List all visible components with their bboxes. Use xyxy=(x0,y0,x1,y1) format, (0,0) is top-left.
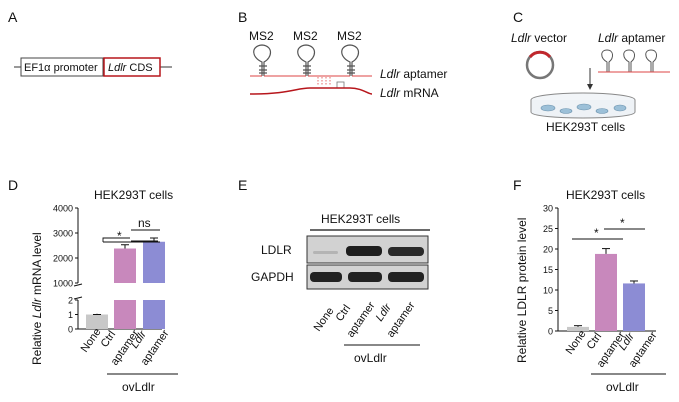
f-tick-label: 25 xyxy=(543,224,553,234)
mrna-label: Ldlr mRNA xyxy=(380,86,439,100)
transfection-diagram: Ldlr vector Ldlr aptamer HEK293T cells xyxy=(511,31,670,134)
e-cat-ldlr-1: Ldlr xyxy=(374,301,395,324)
cells-label: HEK293T cells xyxy=(546,120,625,134)
f-tick-label: 10 xyxy=(543,286,553,296)
panel-label-d: D xyxy=(8,177,18,193)
d-axis-break xyxy=(73,283,83,287)
ms2-label-1: MS2 xyxy=(249,29,274,43)
ms2-label-2: MS2 xyxy=(293,29,318,43)
d-tick-label: 3000 xyxy=(53,229,73,239)
d-bars xyxy=(86,237,165,329)
e-cat-ctrl-1: Ctrl xyxy=(334,303,354,324)
c-aptamer-label: Ldlr aptamer xyxy=(598,31,665,45)
f-bar xyxy=(567,326,589,331)
western-blot: HEK293T cells LDLR GAPDH None Ctrl aptam… xyxy=(251,212,430,365)
d-sig-ns: ns xyxy=(138,216,151,230)
f-sig-star-1: * xyxy=(594,226,599,240)
f-cat-none: None xyxy=(564,328,589,356)
f-group-label: ovLdlr xyxy=(606,380,639,394)
aptamer-label: Ldlr aptamer xyxy=(380,67,447,81)
d-bar-upper xyxy=(114,248,136,283)
d-tick-label: 4000 xyxy=(53,204,73,214)
panel-label-a: A xyxy=(8,9,18,25)
protein-chart: HEK293T cells Relative LDLR protein leve… xyxy=(515,188,666,394)
f-bar xyxy=(595,253,617,331)
d-tick-label: 2 xyxy=(68,296,73,306)
f-tick-label: 30 xyxy=(543,204,553,214)
f-tick-label: 5 xyxy=(548,306,553,316)
e-cat-ldlr-2: aptamer xyxy=(385,300,418,340)
cds-label: Ldlr CDS xyxy=(108,62,153,74)
d-group-label: ovLdlr xyxy=(122,380,155,394)
c-hairpin-icon xyxy=(601,49,657,72)
e-title: HEK293T cells xyxy=(321,212,400,226)
f-sig-star-2: * xyxy=(620,216,625,230)
vector-label: Ldlr vector xyxy=(511,31,567,45)
f-bar xyxy=(623,283,645,331)
f-ticks: 0 5 10 15 20 25 30 xyxy=(543,204,558,337)
d-ylabel: Relative Ldlr mRNA level xyxy=(30,232,44,365)
e-group-label: ovLdlr xyxy=(354,351,387,365)
promoter-label: EF1α promoter xyxy=(24,62,98,74)
f-cat-ctrl-1: Ctrl xyxy=(585,331,605,352)
d-tick-label: 2000 xyxy=(53,254,73,264)
mrna-chart: HEK293T cells Relative Ldlr mRNA level 0… xyxy=(30,188,178,394)
d-tick-label: 1000 xyxy=(53,279,73,289)
f-title: HEK293T cells xyxy=(566,188,645,202)
ms2-label-3: MS2 xyxy=(337,29,362,43)
d-bar xyxy=(86,314,108,329)
construct-diagram: EF1α promoter Ldlr CDS xyxy=(14,57,172,77)
d-bar-lower xyxy=(114,300,136,329)
panel-label-b: B xyxy=(238,9,247,25)
e-row-ldlr: LDLR xyxy=(261,243,292,257)
panel-label-c: C xyxy=(513,9,523,25)
panel-label-e: E xyxy=(238,177,247,193)
d-axis-break xyxy=(73,296,83,300)
d-tick-label: 1 xyxy=(68,310,73,320)
e-cat-ctrl-2: aptamer xyxy=(345,300,378,340)
hairpin-icon xyxy=(253,44,360,76)
d-sig-star: * xyxy=(117,229,122,243)
panel-label-f: F xyxy=(513,177,522,193)
d-bar-upper xyxy=(143,241,165,283)
f-tick-label: 0 xyxy=(548,327,553,337)
ms2-aptamer-diagram: MS2 MS2 MS2 Ldlr aptamer Ldlr mRNA xyxy=(249,29,447,100)
f-ylabel: Relative LDLR protein level xyxy=(515,218,529,363)
d-title: HEK293T cells xyxy=(94,188,173,202)
d-tick-label: 0 xyxy=(68,325,73,335)
f-bars xyxy=(567,248,645,331)
d-bar-lower xyxy=(143,300,165,329)
e-row-gapdh: GAPDH xyxy=(251,270,294,284)
e-cat-none: None xyxy=(312,305,337,333)
d-ticks: 0 1 2 1000 2000 3000 4000 xyxy=(53,204,78,335)
f-tick-label: 20 xyxy=(543,245,553,255)
f-tick-label: 15 xyxy=(543,265,553,275)
